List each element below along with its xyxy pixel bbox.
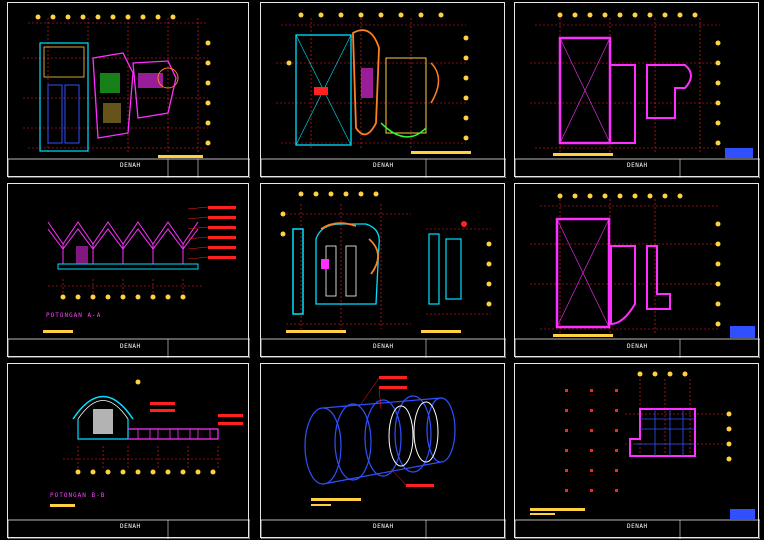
- section-drawing-a: [8, 206, 250, 358]
- structural-plan-6: [515, 193, 760, 358]
- title-block-label: DENAH: [627, 523, 648, 530]
- title-block-label: DENAH: [627, 162, 648, 169]
- title-block-label: DENAH: [120, 343, 141, 350]
- drawing-sheet-6[interactable]: DENAH: [514, 183, 760, 358]
- drawing-sheet-5[interactable]: DENAH: [260, 183, 506, 358]
- drawing-sheet-4[interactable]: POTONGAN A-A DENAH: [7, 183, 250, 358]
- title-block-label: DENAH: [373, 523, 394, 530]
- title-block-label: DENAH: [373, 162, 394, 169]
- section-drawing-b: [8, 379, 250, 539]
- title-block-label: DENAH: [373, 343, 394, 350]
- roof-structure-3d: [261, 376, 506, 539]
- drawing-sheet-1[interactable]: DENAH: [7, 2, 250, 178]
- title-block-label: DENAH: [627, 343, 648, 350]
- title-block-label: DENAH: [120, 523, 141, 530]
- section-title: POTONGAN B-B: [50, 492, 106, 499]
- drawing-sheet-2[interactable]: DENAH: [260, 2, 506, 178]
- section-title: POTONGAN A-A: [46, 312, 102, 319]
- foundation-plan-9: [515, 371, 760, 539]
- floor-plan-2: [261, 12, 506, 178]
- title-block-label: DENAH: [120, 162, 141, 169]
- floor-plan-1: [8, 14, 250, 178]
- drawing-sheet-8[interactable]: DENAH: [260, 363, 506, 539]
- drawing-sheet-3[interactable]: DENAH: [514, 2, 760, 178]
- drawing-sheet-9[interactable]: DENAH: [514, 363, 760, 539]
- structural-plan-3: [515, 12, 760, 178]
- drawing-sheet-7[interactable]: POTONGAN B-B DENAH: [7, 363, 250, 539]
- floor-plan-5: [261, 191, 506, 358]
